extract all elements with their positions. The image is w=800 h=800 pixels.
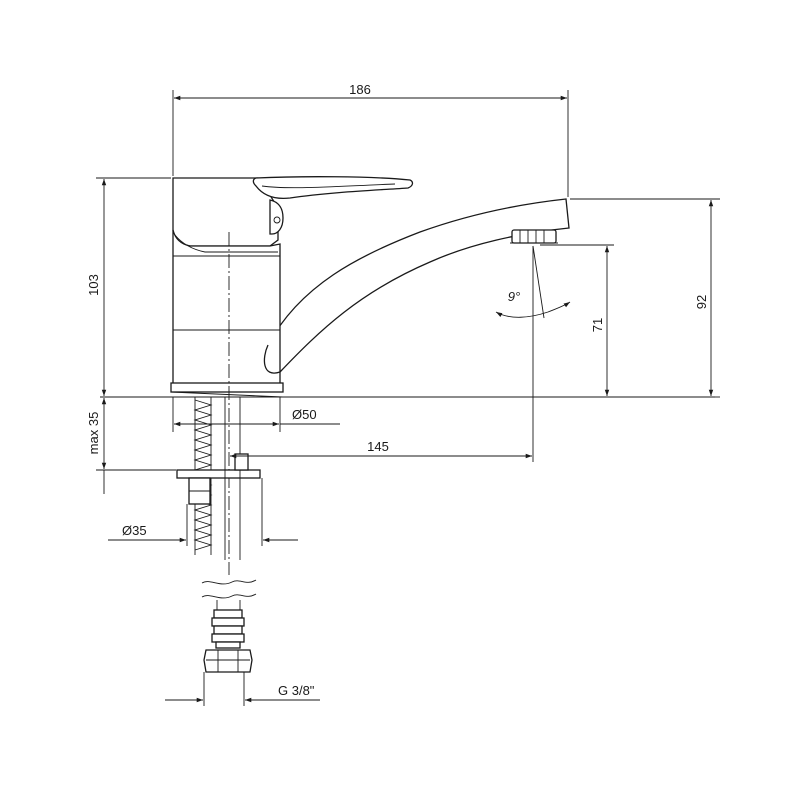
dim-nut-diameter: Ø35 (108, 478, 298, 546)
dim-outlet-height: 71 (540, 244, 614, 396)
dim-spout-height: 92 (570, 198, 720, 398)
dim-spout-angle: 9° (495, 245, 571, 462)
dim-counter-hole: max 35 (86, 398, 176, 494)
spout (262, 198, 570, 377)
dim-total-width-label: 186 (349, 82, 371, 97)
dim-outlet-offset-label: 145 (367, 439, 389, 454)
dim-counter-hole-label: max 35 (86, 412, 101, 455)
dim-total-width: 186 (172, 82, 569, 197)
dim-spout-angle-label: 9° (508, 289, 520, 304)
dim-thread: G 3/8" (165, 672, 320, 706)
lever-handle (252, 176, 414, 235)
hose-connector (203, 609, 253, 673)
dim-base-diameter-label: Ø50 (292, 407, 317, 422)
dim-body-height-label: 103 (86, 274, 101, 296)
fixing-plate (176, 453, 261, 505)
faucet-body (170, 177, 284, 398)
dim-outlet-height-label: 71 (590, 318, 605, 332)
dim-spout-height-label: 92 (694, 295, 709, 309)
dim-outlet-offset: 145 (230, 439, 532, 459)
dim-base-diameter: Ø50 (172, 397, 340, 432)
dim-nut-diameter-label: Ø35 (122, 523, 147, 538)
dim-thread-label: G 3/8" (278, 683, 315, 698)
dim-body-height: 103 (86, 177, 171, 396)
